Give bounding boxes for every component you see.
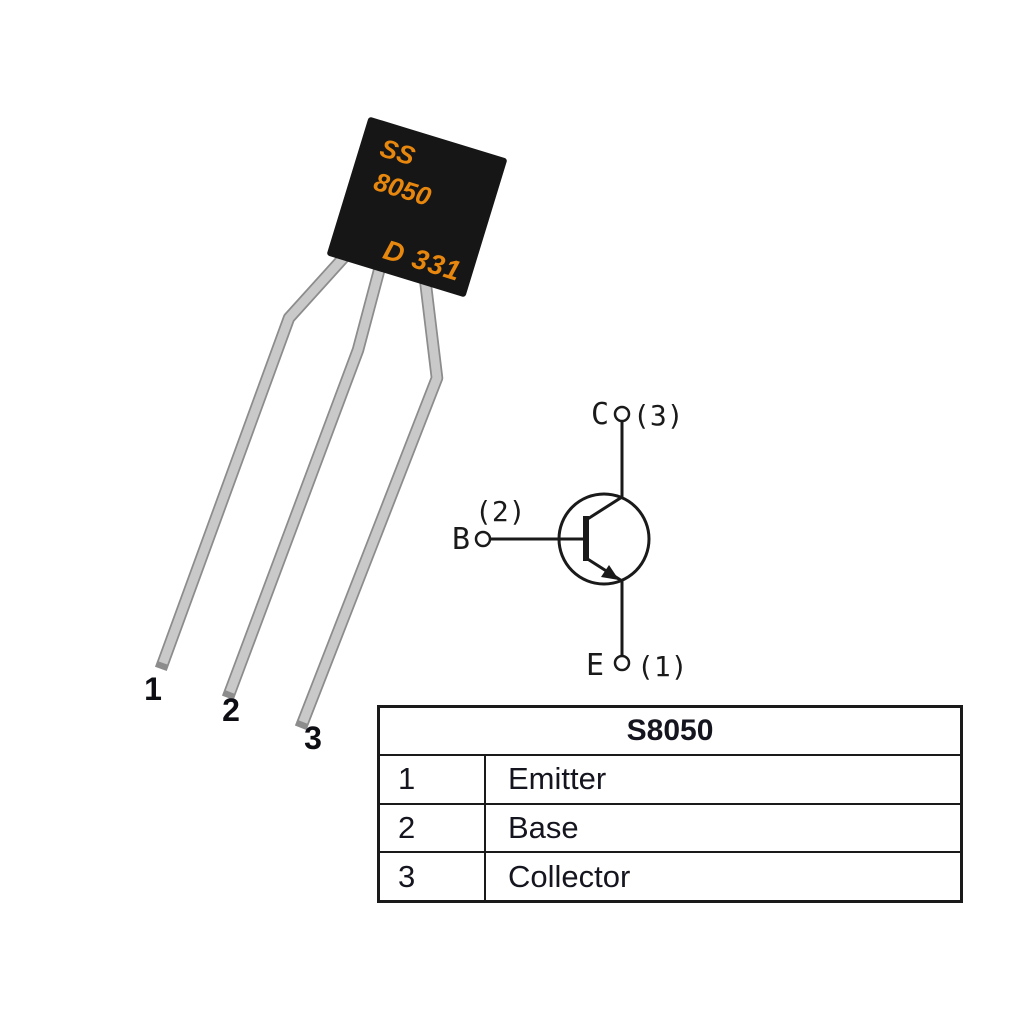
base-letter: B xyxy=(452,522,470,557)
table-row-collector: 3 Collector xyxy=(380,853,960,901)
pin-number-cell: 1 xyxy=(380,756,486,803)
leg-3-collector xyxy=(294,263,444,731)
leg-1-label: 1 xyxy=(144,671,162,707)
leg-3-label: 3 xyxy=(304,720,322,756)
collector-pin-number: (3) xyxy=(633,399,684,432)
table-row-base: 2 Base xyxy=(380,804,960,854)
emitter-letter: E xyxy=(586,648,604,683)
emitter-terminal-icon xyxy=(613,654,631,672)
emitter-pin-number: (1) xyxy=(637,650,688,683)
npn-schematic-symbol: C (3) B (2) E (1) xyxy=(452,397,688,683)
collector-terminal-icon xyxy=(613,405,631,423)
pinout-table: S8050 1 Emitter 2 Base 3 Collector xyxy=(377,705,963,903)
leg-1-emitter xyxy=(154,236,364,672)
to92-package-face xyxy=(327,117,507,297)
pin-number-cell: 3 xyxy=(380,853,486,901)
collector-letter: C xyxy=(591,397,609,432)
base-pin-number: (2) xyxy=(475,495,526,528)
table-row-emitter: 1 Emitter xyxy=(380,756,960,805)
emitter-wire xyxy=(585,556,624,656)
leg-2-base xyxy=(221,244,392,701)
pin-function-cell: Collector xyxy=(508,858,631,894)
pin-function-cell: Base xyxy=(508,810,579,845)
pinout-table-header: S8050 xyxy=(380,708,960,756)
pin-function-cell: Emitter xyxy=(508,761,607,797)
collector-wire xyxy=(585,421,624,522)
emitter-arrow-icon xyxy=(601,565,619,580)
leg-2-label: 2 xyxy=(222,692,240,728)
pin-number-cell: 2 xyxy=(380,804,486,852)
transistor-body: SS 8050 D 331 xyxy=(327,117,507,297)
transistor-legs xyxy=(154,236,444,731)
base-terminal-icon xyxy=(474,530,492,548)
